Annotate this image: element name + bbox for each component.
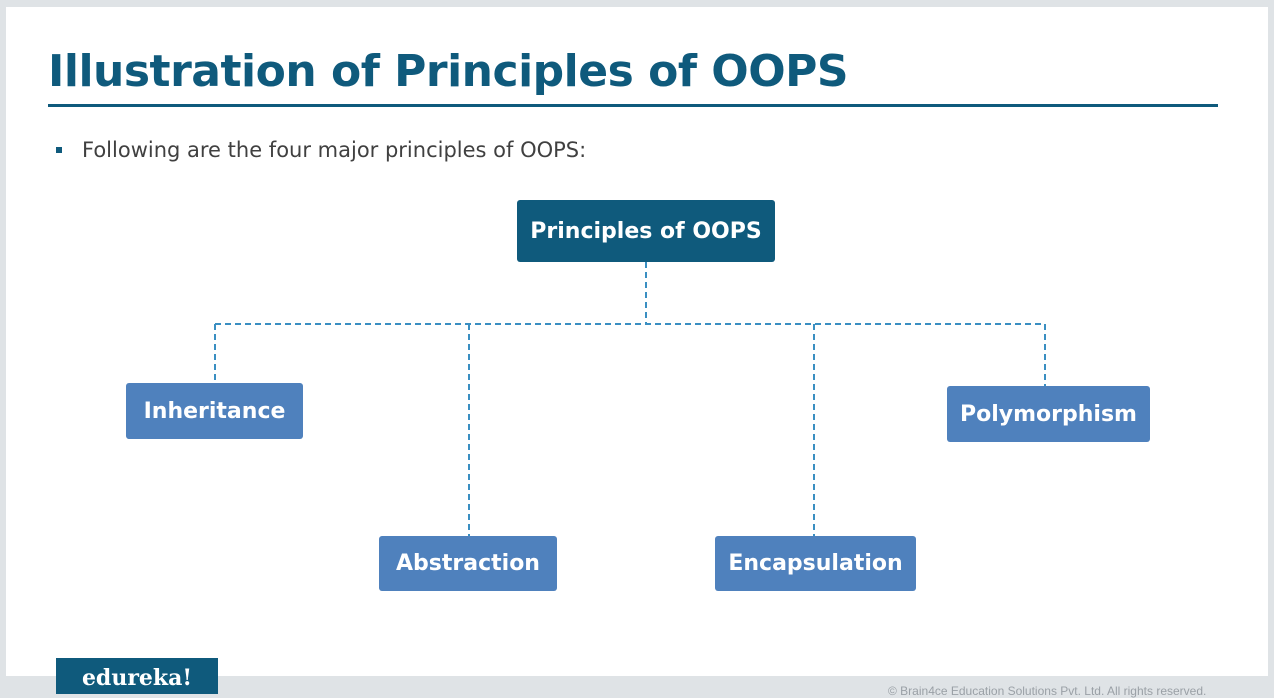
node-encapsulation: Encapsulation xyxy=(715,536,916,591)
root-node-principles: Principles of OOPS xyxy=(517,200,775,262)
node-inheritance: Inheritance xyxy=(126,383,303,439)
node-abstraction: Abstraction xyxy=(379,536,557,591)
title-divider xyxy=(48,104,1218,107)
bullet-item: Following are the four major principles … xyxy=(56,138,586,162)
bullet-square-icon xyxy=(56,147,62,153)
slide-title: Illustration of Principles of OOPS xyxy=(48,46,849,97)
copyright-text: © Brain4ce Education Solutions Pvt. Ltd.… xyxy=(888,684,1207,698)
node-polymorphism: Polymorphism xyxy=(947,386,1150,442)
logo-text: edureka! xyxy=(81,665,193,691)
bullet-text: Following are the four major principles … xyxy=(82,138,587,162)
edureka-logo: edureka! xyxy=(56,658,218,694)
slide xyxy=(6,7,1268,676)
